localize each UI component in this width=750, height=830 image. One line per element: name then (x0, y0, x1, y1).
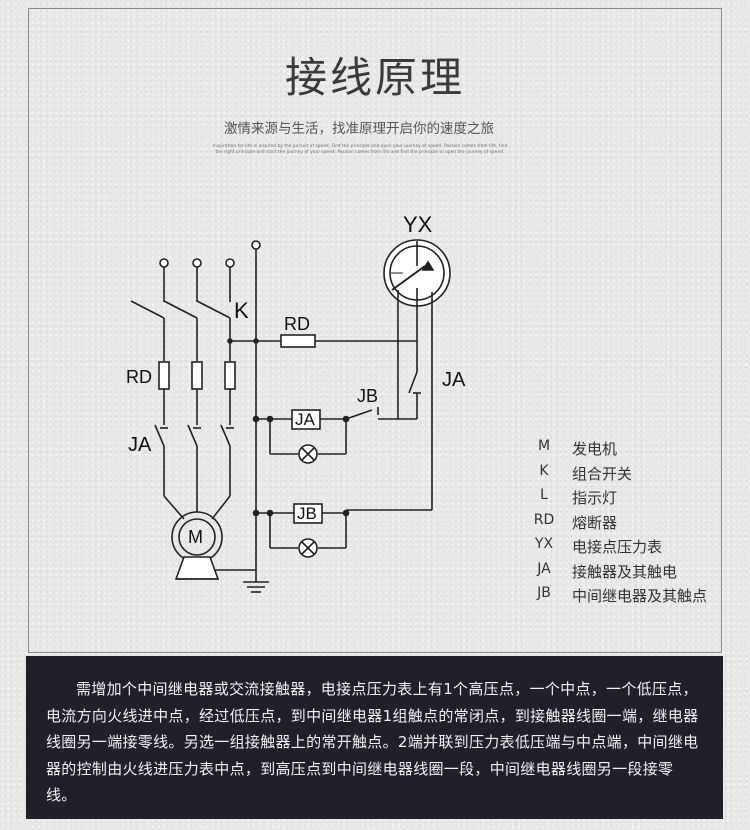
legend-row: M 发电机 (528, 438, 728, 463)
page-subtitle: 激情来源与生活，找准原理开启你的速度之旅 (224, 121, 494, 137)
legend-code: YX (534, 536, 554, 552)
legend-desc: 发电机 (572, 440, 618, 458)
legend-code: L (540, 487, 548, 503)
legend-code: M (537, 438, 551, 454)
fine-print: Inspiration for life is inspired by the … (212, 143, 508, 154)
legend-desc: 熔断器 (572, 513, 618, 532)
legend: M 发电机 K 组合开关 L 指示灯 RD 熔断器 YX 电接点压力表 JA 接触器及其触电… (528, 438, 728, 610)
gauge-branch (256, 334, 417, 348)
description-panel: 需增加个中间继电器或交流接触器，电接点压力表上有1个高压点，一个中点，一个低压点… (26, 656, 723, 819)
ja-aux-contact (398, 341, 421, 420)
label-jb-coil: JB (297, 504, 317, 523)
label-ja-right: JA (442, 369, 466, 391)
legend-row: JA 接触器及其触电 (528, 561, 728, 586)
diagram-labels: YX K RD RD JA JA JB JA JB M (126, 212, 466, 547)
label-rd-top: RD (284, 314, 310, 334)
legend-code: K (539, 462, 549, 479)
legend-code: JB (537, 585, 551, 601)
label-ja-left: JA (128, 434, 152, 456)
legend-code: RD (533, 511, 555, 528)
label-rd-left: RD (126, 367, 152, 387)
fuses-rd (158, 361, 236, 425)
legend-desc: 接触器及其触电 (572, 562, 678, 581)
legend-row: L 指示灯 (528, 487, 728, 512)
three-phase-inputs (159, 258, 235, 302)
contactor-ja-contacts (154, 424, 234, 496)
motor-leads (163, 495, 231, 520)
legend-row: YX 电接点压力表 (528, 536, 728, 561)
label-jb: JB (357, 386, 378, 406)
motor-m (171, 511, 256, 580)
legend-row: RD 熔断器 (528, 512, 728, 537)
legend-desc: 中间继电器及其触点 (572, 587, 708, 605)
main-bus (227, 240, 269, 593)
content-frame (28, 8, 722, 653)
pressure-gauge-yx (383, 239, 451, 510)
label-ja-coil: JA (295, 410, 316, 429)
legend-desc: 组合开关 (572, 464, 633, 483)
label-motor: M (188, 527, 203, 547)
legend-desc: 电接点压力表 (572, 538, 663, 556)
legend-row: JB 中间继电器及其触点 (528, 585, 728, 610)
label-yx: YX (403, 212, 433, 237)
page-title: 接线原理 (284, 53, 465, 102)
combination-switch-k (130, 300, 231, 361)
legend-code: JA (537, 560, 551, 577)
legend-desc: 指示灯 (572, 489, 618, 507)
description-text: 需增加个中间继电器或交流接触器，电接点压力表上有1个高压点，一个中点，一个低压点… (46, 680, 699, 804)
ja-coil-branch (252, 407, 398, 464)
label-k: K (234, 298, 249, 323)
jb-coil-branch (252, 503, 432, 558)
legend-row: K 组合开关 (528, 463, 728, 488)
